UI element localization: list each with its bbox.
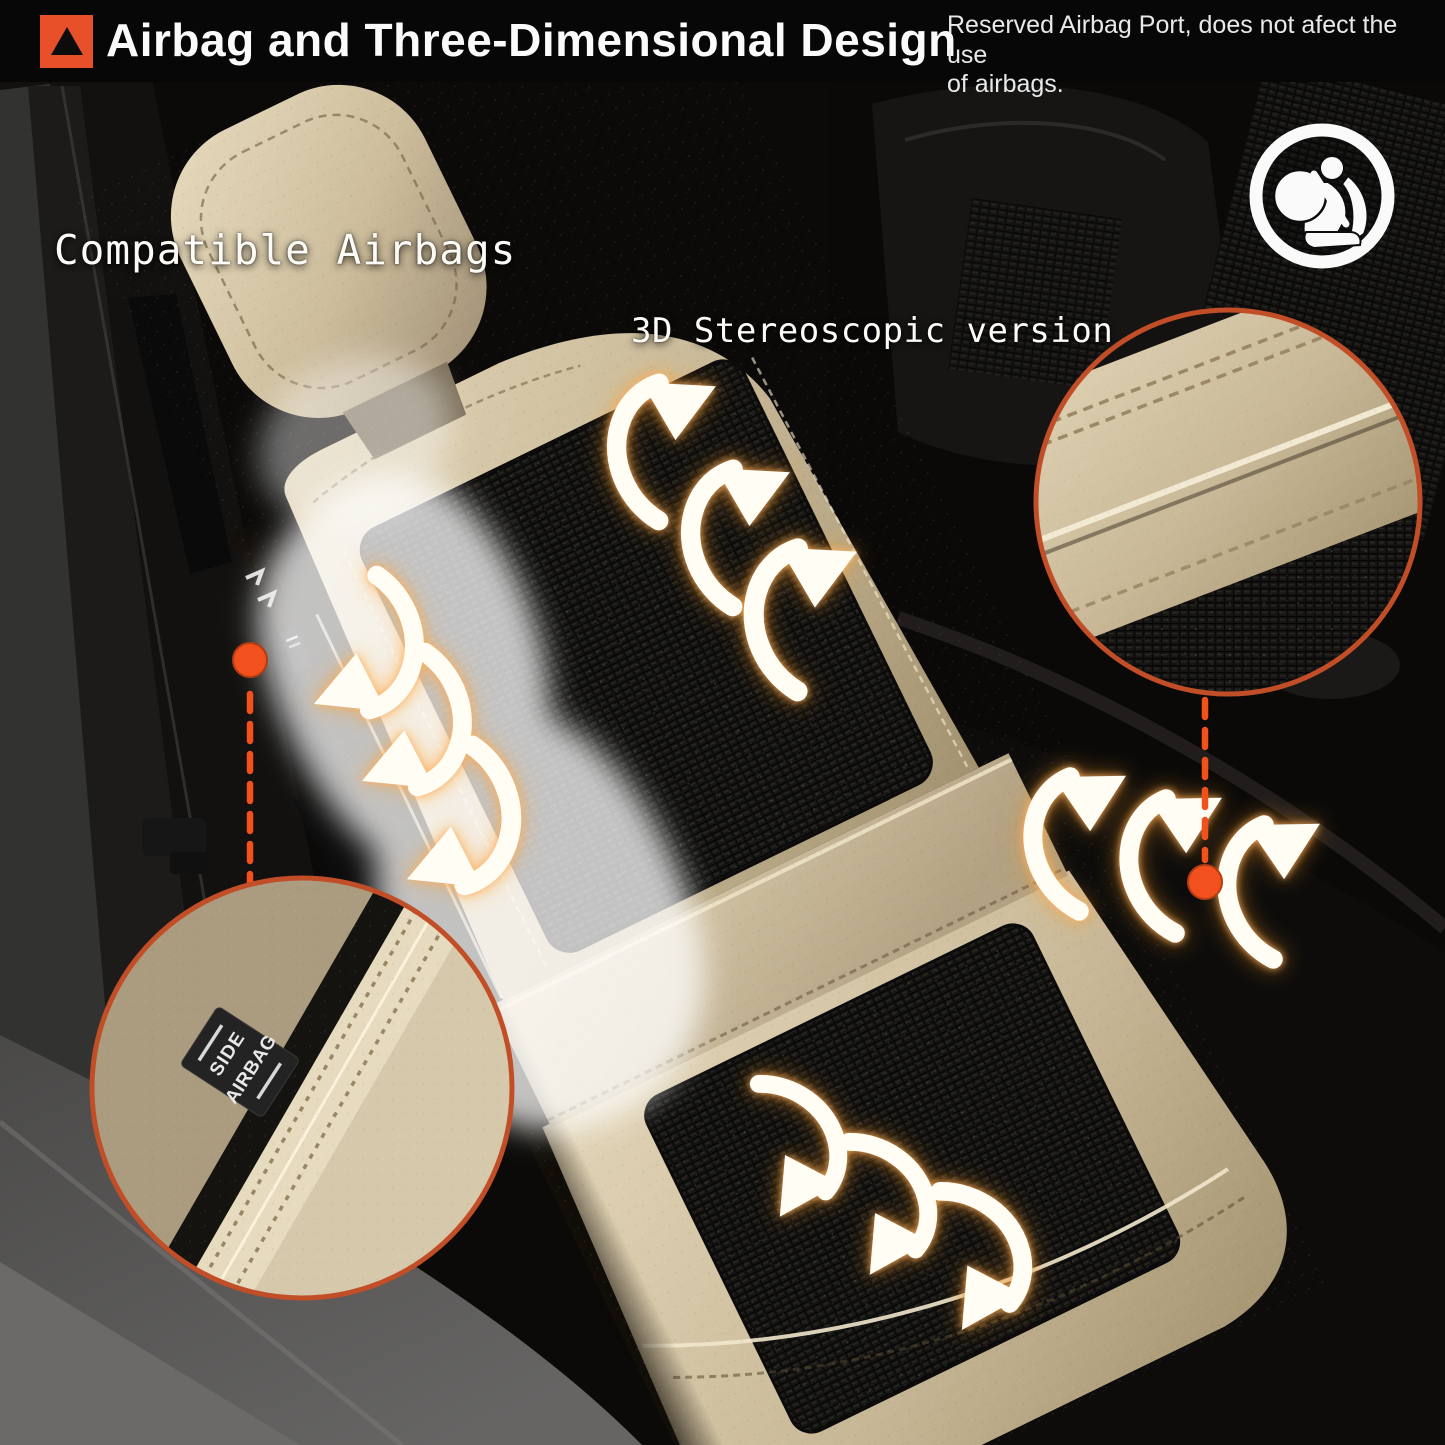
callout-connector-left <box>232 642 268 906</box>
side-airbag-tag: SIDE AIRBAG <box>181 1007 299 1117</box>
header-note-line1: Reserved Airbag Port, does not afect the… <box>947 11 1398 69</box>
callout-connector-right <box>1187 696 1223 900</box>
callout-side-airbag: SIDE AIRBAG <box>89 875 515 1301</box>
page-title: Airbag and Three-Dimensional Design <box>106 14 957 66</box>
warning-triangle-icon <box>40 15 93 68</box>
compatible-airbags-label: Compatible Airbags <box>54 226 517 274</box>
header-note: Reserved Airbag Port, does not afect the… <box>947 11 1439 100</box>
airbag-silhouette-glow <box>257 355 705 1132</box>
airbag-seatbelt-icon <box>1249 123 1395 269</box>
header-note-line2: of airbags. <box>947 70 1064 98</box>
header-bar: Airbag and Three-Dimensional Design Rese… <box>0 0 1445 98</box>
triangle-glyph <box>50 26 83 55</box>
small-arrows <box>245 567 278 608</box>
stereoscopic-version-label: 3D Stereoscopic version <box>631 311 1114 351</box>
